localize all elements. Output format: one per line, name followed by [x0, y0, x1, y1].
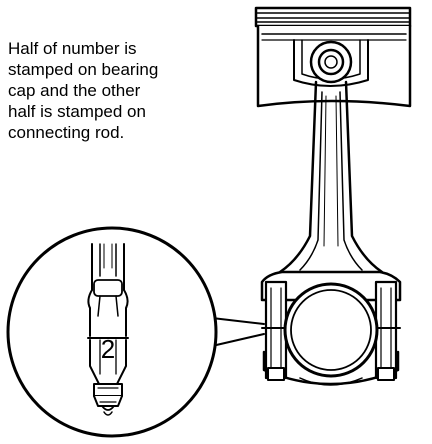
caption-line-1: Half of number is [8, 39, 137, 58]
caption-line-5: connecting rod. [8, 123, 125, 142]
detail-rod-side-view [87, 243, 129, 416]
big-end [260, 270, 402, 386]
caption-line-4: half is stamped on [8, 102, 146, 121]
detail-magnifier: 2 [6, 226, 218, 438]
rod-shank [278, 80, 384, 274]
detail-stamp-number: 2 [101, 334, 115, 364]
callout-leader [211, 317, 265, 347]
annotation-caption: Half of number is stamped on bearing cap… [8, 38, 228, 143]
caption-line-2: stamped on bearing [8, 60, 159, 79]
piston [254, 6, 412, 108]
caption-line-3: cap and the other [8, 81, 141, 100]
